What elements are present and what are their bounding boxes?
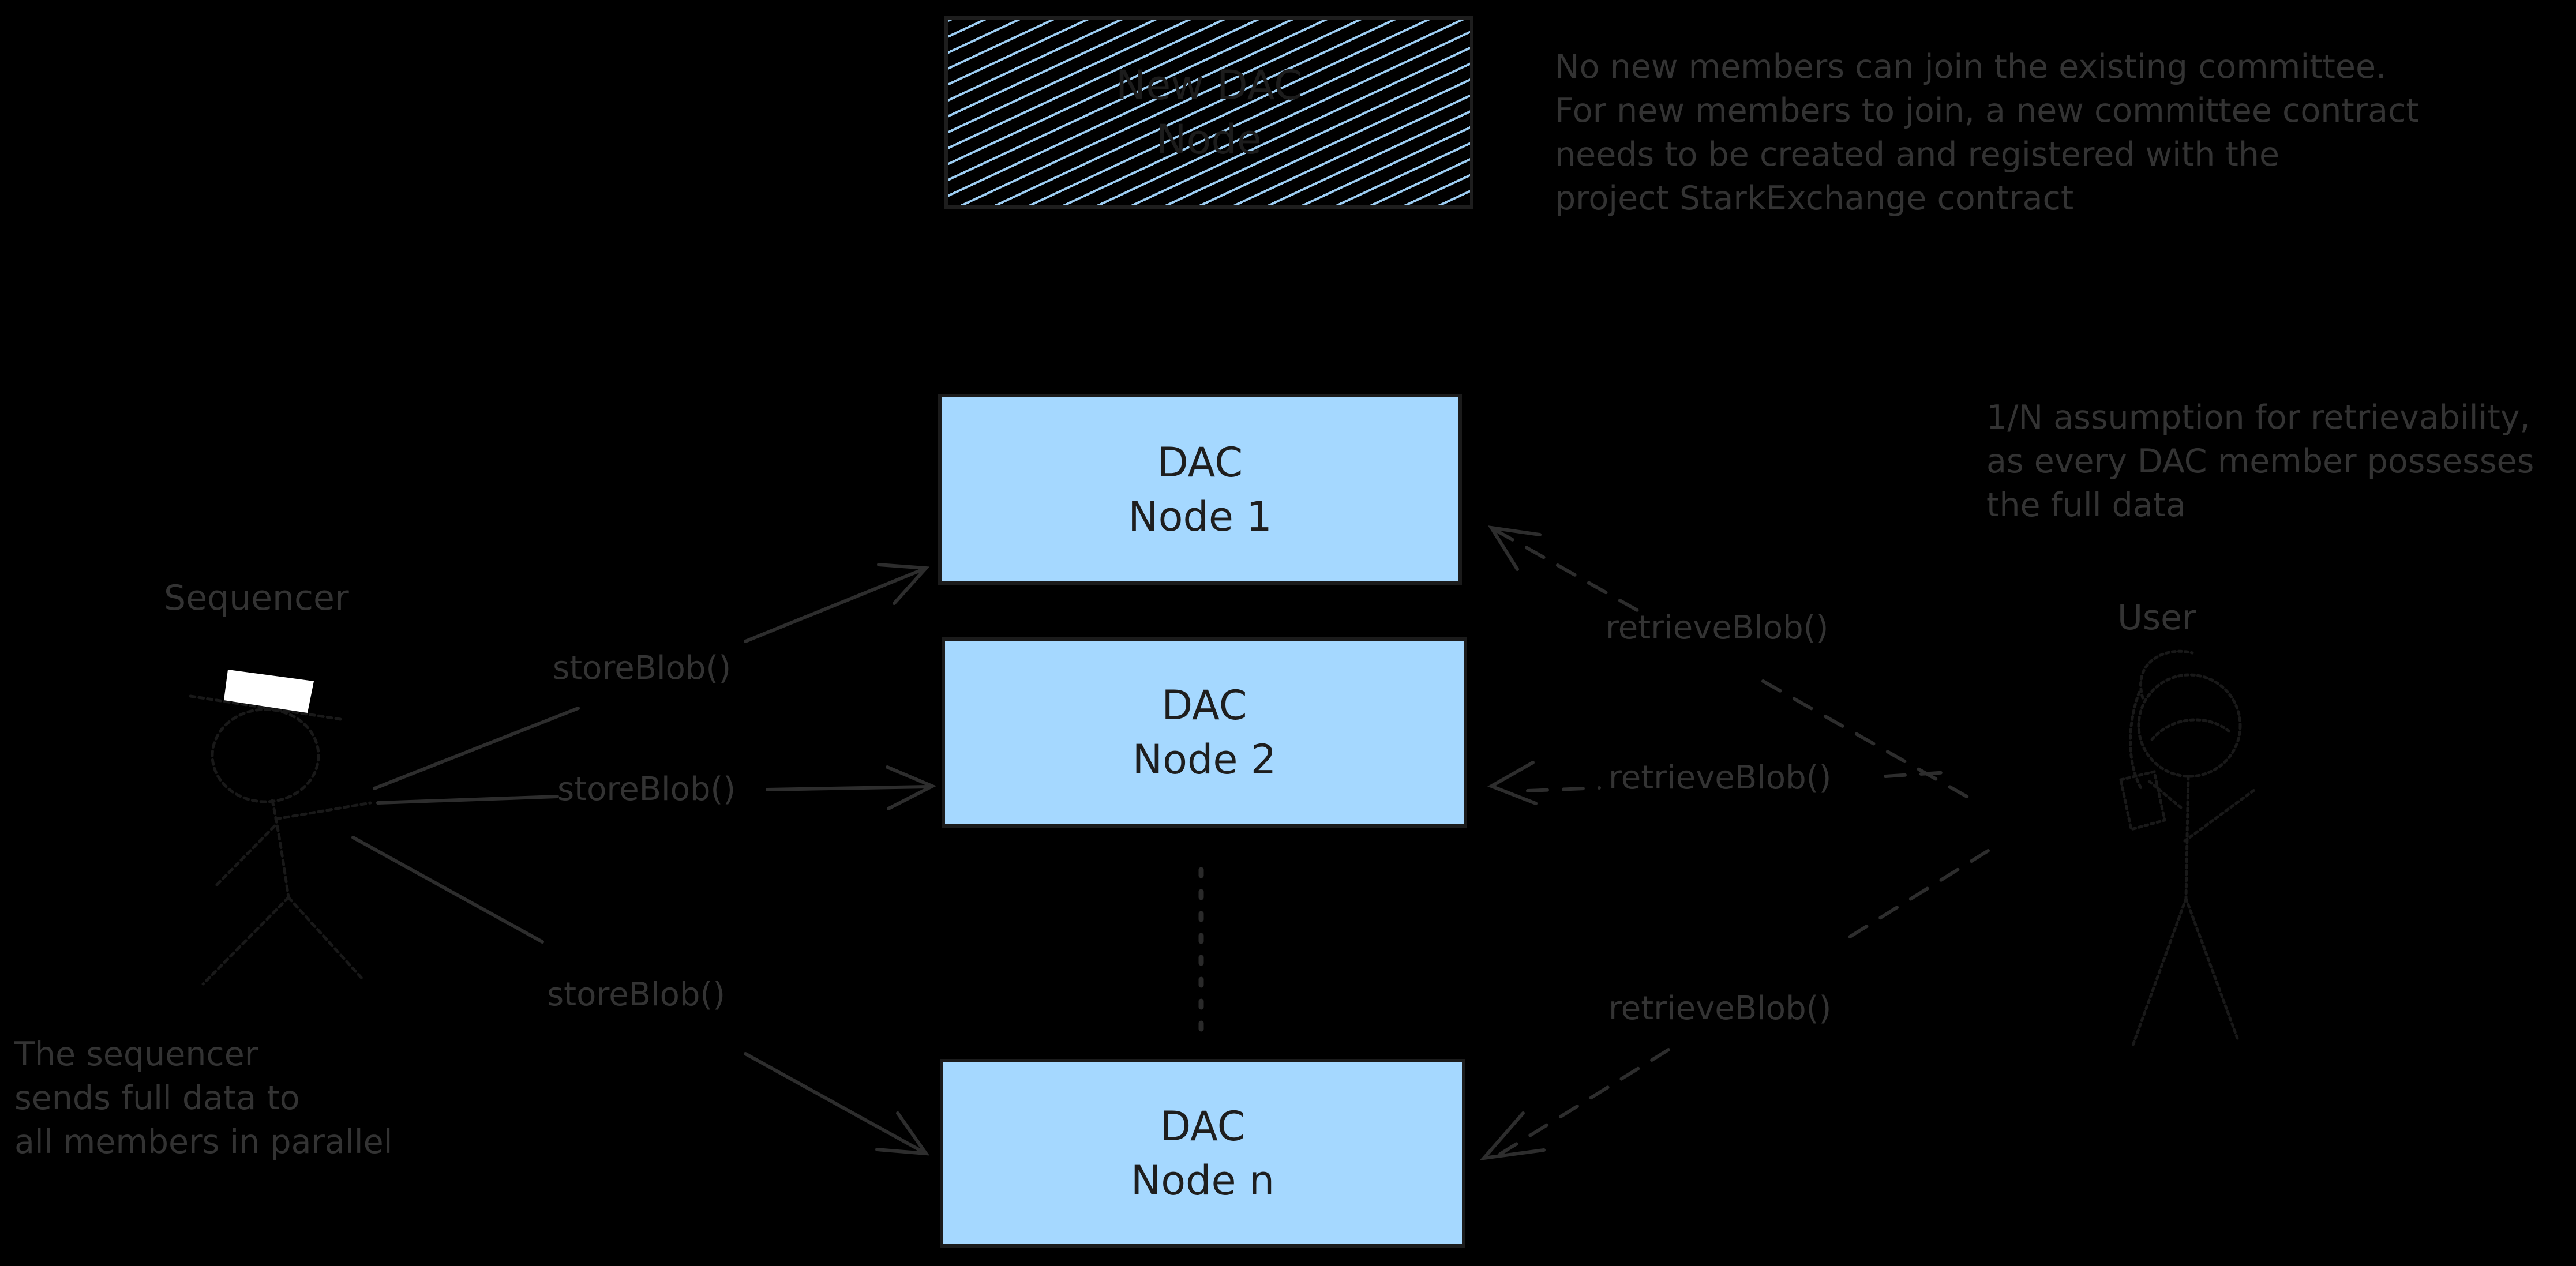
sequencer-label: Sequencer [164,578,349,618]
retrieve-arrow-3 [1479,849,1990,1161]
dac-node-1-label-line2: Node 1 [1128,493,1272,540]
committee-note-line3: needs to be created and registered with … [1555,136,2280,174]
sequencer-white-hat-icon [224,670,314,713]
sequencer-leg-right-icon [287,896,363,980]
new-dac-node-box: New DAC Node [944,16,1473,209]
user-arm-left-icon [2146,778,2183,809]
sequencer-parallel-note-line3: all members in parallel [14,1123,393,1161]
user-leg-left-icon [2131,897,2188,1047]
user-label: User [2117,598,2196,638]
user-body-icon [2184,775,2190,900]
retrieve-blob-label-3: retrieveBlob() [1608,990,1832,1027]
dac-node-1-label-line1: DAC [1157,438,1243,486]
user-head-icon [2137,673,2242,778]
user-leg-right-icon [2184,897,2239,1040]
retrieve-arrow-1 [1488,525,1978,803]
retrievability-note-line1: 1/N assumption for retrievability, [1986,399,2530,437]
dac-node-n-box: DAC Node n [940,1059,1465,1248]
user-arm-right-icon [2183,788,2256,843]
retrieve-blob-label-2: retrieveBlob() [1608,759,1832,797]
committee-note: No new members can join the existing com… [1555,45,2419,220]
sequencer-arm-right-icon [274,801,372,821]
store-arrow-2 [376,765,937,810]
store-arrow-3 [351,836,930,1156]
committee-note-line2: For new members to join, a new committee… [1555,92,2419,130]
sequencer-parallel-note-line1: The sequencer [14,1035,258,1073]
retrieve-blob-label-1: retrieveBlob() [1606,609,1829,647]
dac-node-2-label-line2: Node 2 [1132,736,1277,783]
store-blob-label-1: storeBlob() [553,649,732,687]
user-figure [2119,649,2256,1047]
sequencer-arm-left-icon [213,824,276,889]
store-arrow-1 [373,563,930,790]
retrievability-note: 1/N assumption for retrievability, as ev… [1986,396,2534,527]
committee-note-line4: project StarkExchange contract [1555,179,2074,217]
sequencer-parallel-note: The sequencer sends full data to all mem… [14,1032,392,1164]
store-blob-label-2: storeBlob() [557,771,736,808]
dac-node-n-label-line1: DAC [1160,1102,1246,1150]
dac-node-2-box: DAC Node 2 [942,637,1467,828]
store-blob-label-3: storeBlob() [547,976,726,1013]
sequencer-leg-left-icon [201,896,290,986]
dac-node-n-label-line2: Node n [1130,1156,1275,1204]
dac-node-1-box: DAC Node 1 [938,394,1462,585]
new-dac-node-label-line1: New DAC [1115,62,1303,109]
user-phone-icon [2119,769,2166,832]
user-face-icon [2150,718,2232,741]
committee-note-line1: No new members can join the existing com… [1555,48,2387,86]
new-dac-node-label-line2: Node [1156,116,1262,163]
sequencer-figure [189,694,372,986]
retrieve-arrow-2 [1487,761,1958,805]
sequencer-parallel-note-line2: sends full data to [14,1079,300,1117]
dac-node-2-label-line1: DAC [1161,682,1247,729]
sequencer-body-icon [271,799,290,899]
retrievability-note-line3: the full data [1986,486,2187,524]
sequencer-hat-brim-icon [189,694,342,721]
user-hair-icon [2139,649,2194,700]
retrievability-note-line2: as every DAC member possesses [1986,442,2534,480]
sequencer-head-icon [211,708,320,803]
user-hair-side-icon [2129,690,2143,791]
